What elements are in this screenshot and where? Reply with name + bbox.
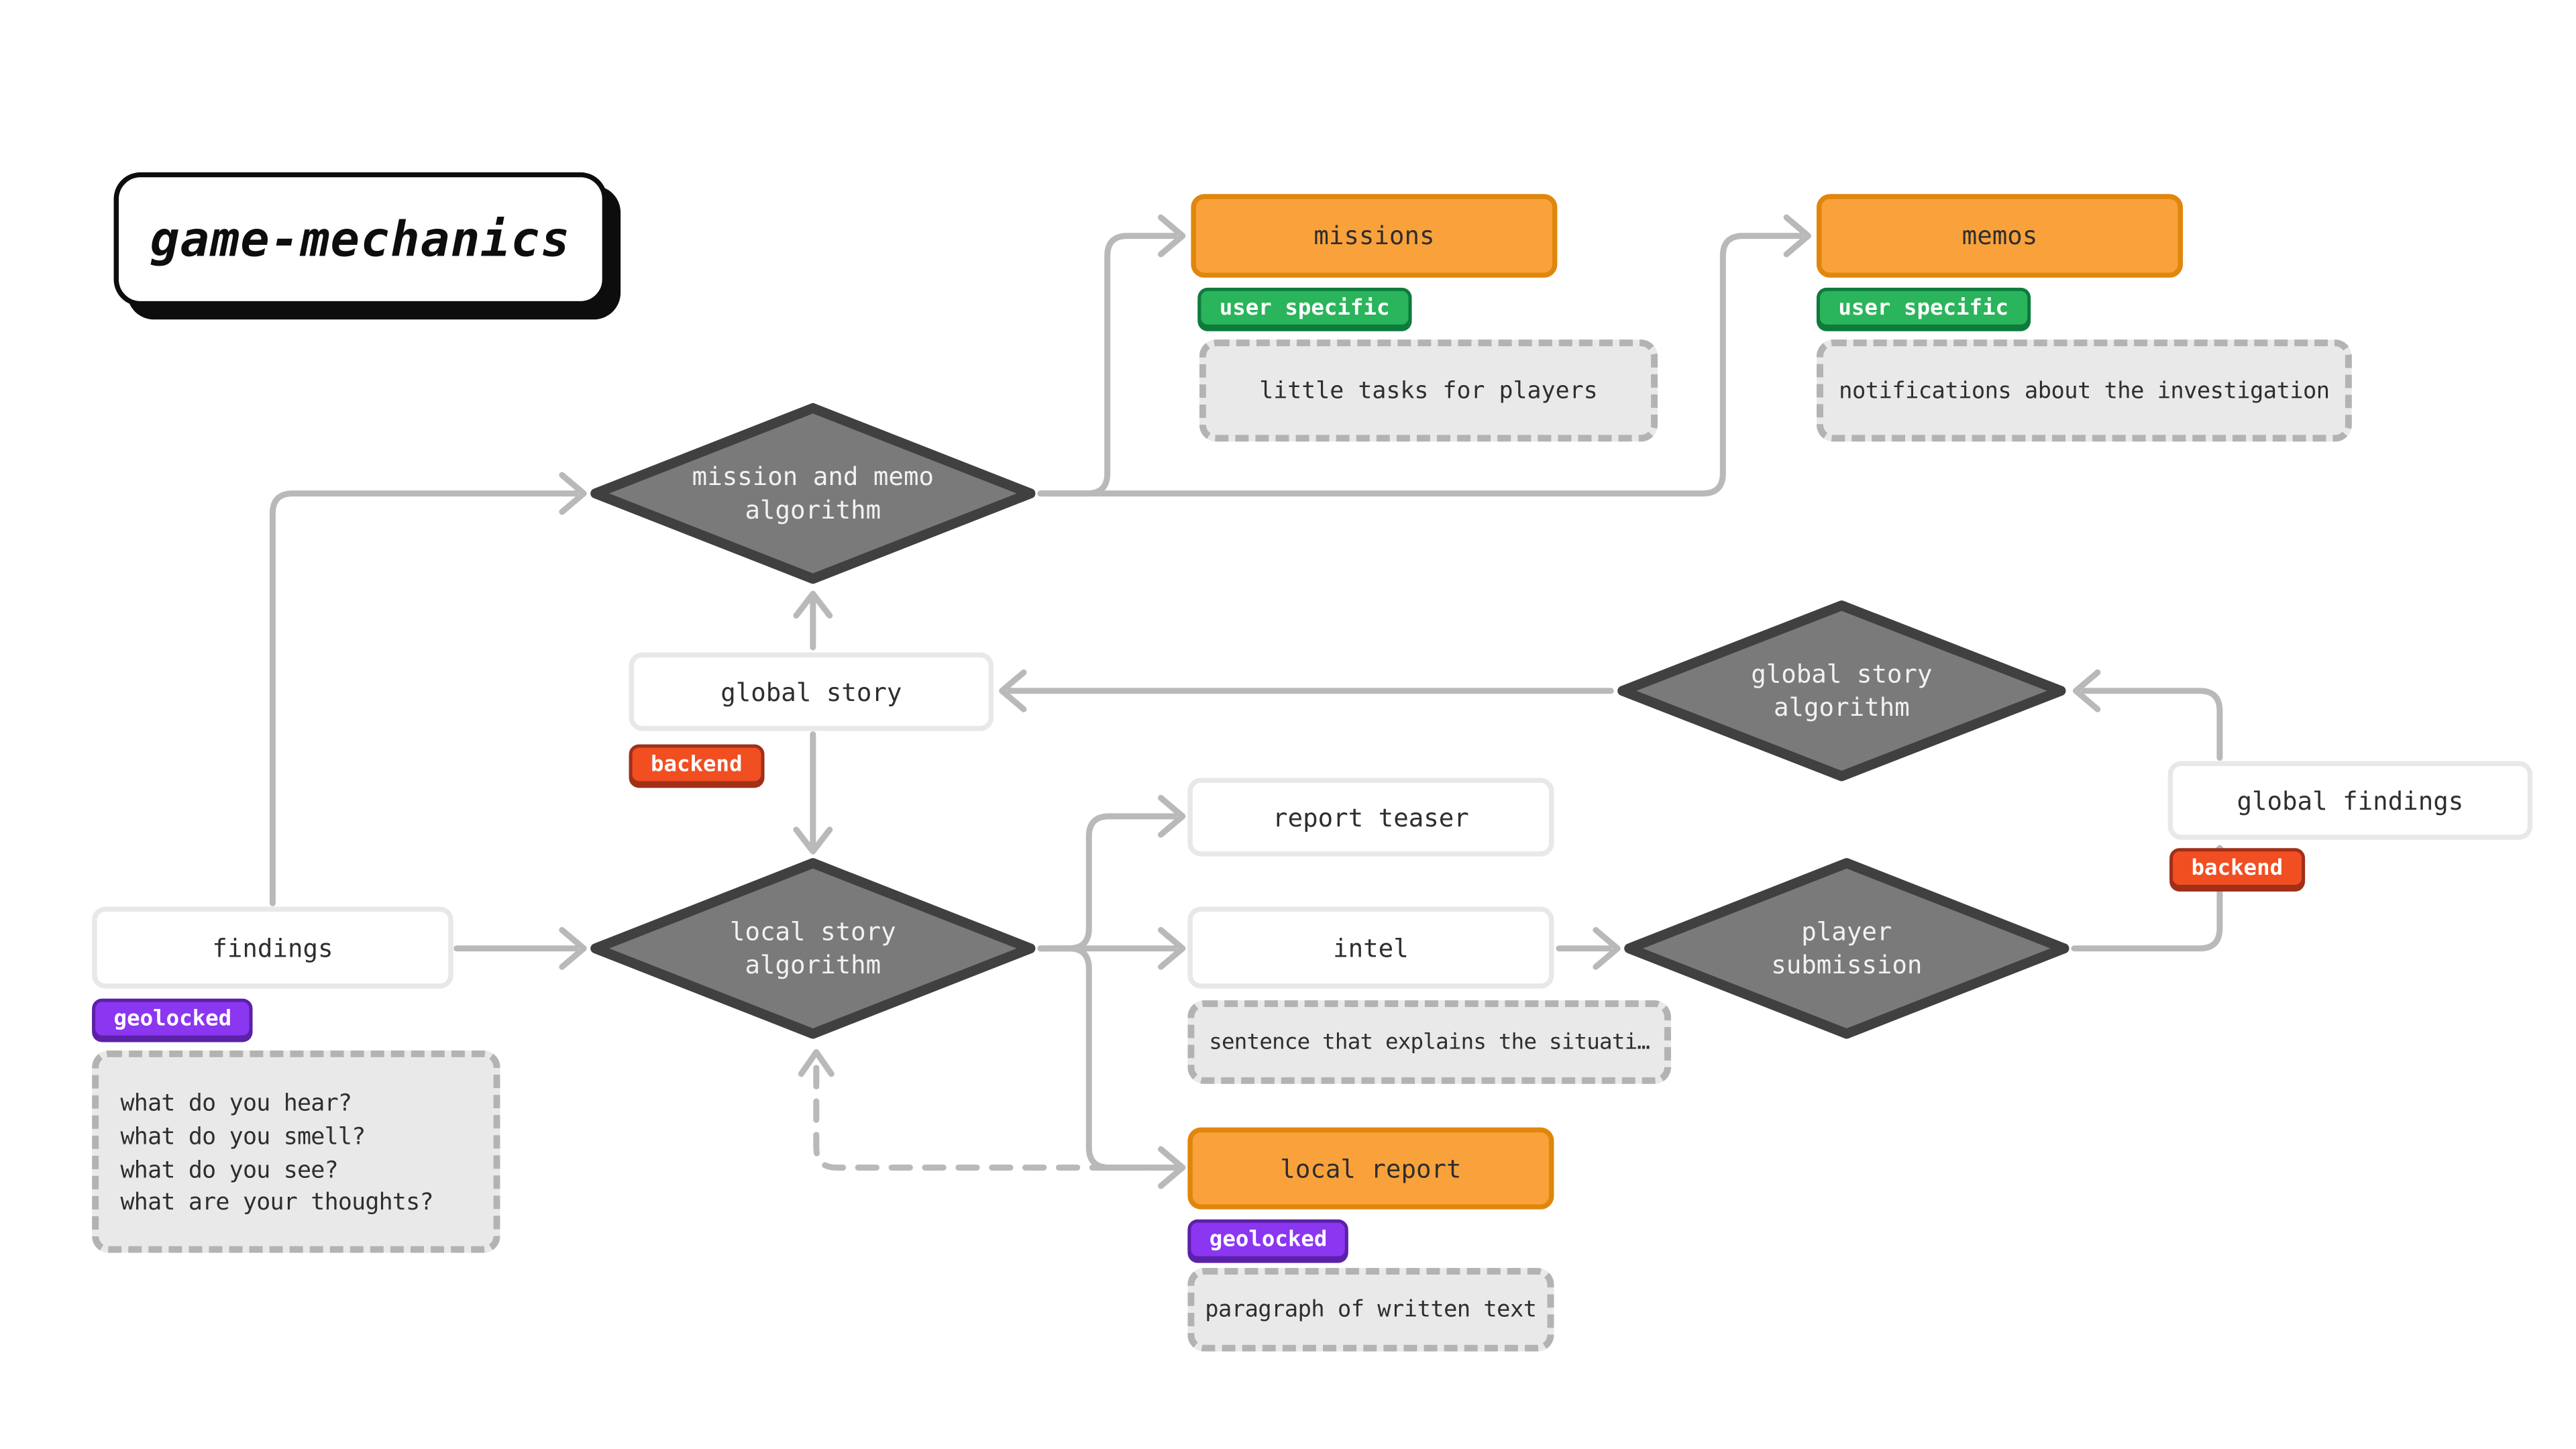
edge-findings-to-mission-memo-algorithm	[269, 490, 579, 906]
node-intel: intel	[1187, 906, 1554, 989]
note-missions: little tasks for players	[1199, 339, 1658, 442]
node-local-story-algorithm-label: local story algorithm	[589, 857, 1037, 1040]
node-findings-label: findings	[212, 932, 333, 963]
label-line1: mission and memo	[692, 462, 934, 492]
label-line2: algorithm	[1774, 692, 1910, 723]
arrowhead-mission-memo-bottom	[793, 590, 833, 619]
edge-local-report-to-local-story-algorithm	[813, 1057, 1181, 1171]
node-missions: missions	[1191, 194, 1558, 278]
node-memos: memos	[1816, 194, 2184, 278]
node-intel-label: intel	[1333, 932, 1409, 963]
question-line: what do you see?	[120, 1157, 339, 1184]
badge-memos-user-specific: user specific	[1816, 287, 2031, 328]
arrowhead-report-teaser	[1158, 794, 1186, 838]
node-global-story-algorithm: global story algorithm	[1616, 599, 2068, 783]
arrowhead-missions	[1158, 214, 1186, 258]
node-mission-memo-algorithm-label: mission and memo algorithm	[589, 401, 1037, 585]
diamond-shape	[1617, 600, 2066, 782]
question-line: what do you hear?	[120, 1090, 352, 1118]
node-local-report: local report	[1187, 1127, 1554, 1210]
arrowhead-local-report	[1158, 1146, 1186, 1189]
label-line2: submission	[1771, 950, 1923, 981]
note-memos: notifications about the investigation	[1816, 339, 2352, 442]
node-mission-memo-algorithm: mission and memo algorithm	[589, 401, 1037, 585]
arrowhead-memos	[1783, 214, 1811, 258]
badge-missions-user-specific: user specific	[1197, 287, 1411, 328]
badge-local-report-geolocked: geolocked	[1187, 1219, 1349, 1260]
node-global-story: global story	[629, 652, 994, 731]
question-line: what are your thoughts?	[120, 1189, 434, 1217]
diamond-shape	[590, 402, 1036, 584]
diagram-title: game-mechanics	[113, 172, 608, 307]
label-line1: global story	[1751, 659, 1933, 690]
arrowhead-intel	[1158, 926, 1186, 970]
question-line: what do you smell?	[120, 1124, 366, 1151]
node-findings: findings	[92, 906, 453, 989]
node-player-submission: player submission	[1623, 857, 2071, 1040]
node-report-teaser-label: report teaser	[1273, 802, 1469, 833]
node-memos-label: memos	[1962, 221, 2038, 252]
badge-global-findings-backend: backend	[2169, 848, 2305, 889]
arrowhead-global-story	[999, 669, 1027, 712]
node-local-report-label: local report	[1280, 1153, 1462, 1184]
diamond-shape	[590, 858, 1036, 1039]
node-player-submission-label: player submission	[1623, 857, 2071, 1040]
node-report-teaser: report teaser	[1187, 777, 1554, 857]
label-line1: player	[1801, 916, 1892, 947]
node-global-story-label: global story	[720, 676, 902, 707]
edge-mission-memo-algorithm-to-missions	[1037, 233, 1177, 497]
node-global-findings-label: global findings	[2237, 785, 2464, 816]
arrowhead-local-story-top	[793, 826, 833, 855]
edge-local-story-algorithm-to-local-report	[1037, 945, 1177, 1171]
note-local-report: paragraph of written text	[1187, 1268, 1554, 1352]
note-intel: sentence that explains the situati…	[1187, 1000, 1672, 1084]
edge-local-story-algorithm-to-report-teaser	[1037, 813, 1177, 952]
label-line1: local story	[729, 916, 896, 947]
label-line2: algorithm	[745, 495, 881, 525]
node-global-story-algorithm-label: global story algorithm	[1616, 599, 2068, 783]
arrowhead-mission-memo-left	[559, 472, 587, 515]
label-line2: algorithm	[745, 950, 881, 981]
arrowhead-player-submission	[1593, 926, 1621, 970]
edge-global-findings-to-global-story-algorithm	[2081, 688, 2223, 761]
node-local-story-algorithm: local story algorithm	[589, 857, 1037, 1040]
node-global-findings: global findings	[2167, 761, 2533, 840]
note-findings-questions: what do you hear? what do you smell? wha…	[92, 1050, 500, 1253]
edge-player-submission-to-global-findings	[2071, 853, 2223, 952]
arrowhead-global-story-algorithm-right	[2072, 669, 2101, 712]
edge-mission-memo-algorithm-to-memos	[1037, 233, 1803, 497]
arrowhead-local-story-left	[559, 926, 587, 970]
badge-findings-geolocked: geolocked	[92, 998, 254, 1039]
diamond-shape	[1624, 858, 2070, 1039]
badge-global-story-backend: backend	[629, 744, 765, 785]
arrowhead-local-story-bottom	[798, 1049, 835, 1077]
node-missions-label: missions	[1313, 221, 1435, 252]
